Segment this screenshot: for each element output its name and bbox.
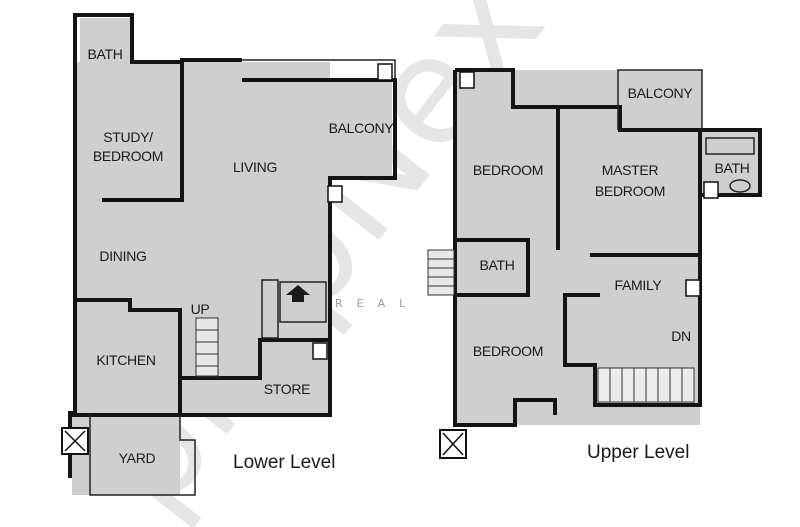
upper-label-family: FAMILY xyxy=(615,277,663,293)
upper-column-marker-2 xyxy=(703,181,719,199)
lower-column-marker-2 xyxy=(377,63,393,81)
upper-label-balcony: BALCONY xyxy=(628,85,694,101)
upper-stairs xyxy=(597,367,695,403)
upper-left-wall xyxy=(453,70,557,427)
upper-label-master-bath: BATH xyxy=(714,160,749,176)
lower-study-wall xyxy=(102,60,184,202)
upper-basin xyxy=(729,179,751,193)
upper-label-bedroom-1: BEDROOM xyxy=(473,162,543,178)
lower-bath-area xyxy=(80,18,132,80)
lower-yard-rail xyxy=(89,413,196,496)
lower-level-plan: BATH STUDY/ BEDROOM LIVING BALCONY DININ… xyxy=(61,13,397,496)
upper-master-wall xyxy=(560,105,702,257)
lower-column-marker-3 xyxy=(312,342,328,360)
lower-right-wall xyxy=(182,78,397,417)
lower-balcony-rail xyxy=(242,59,396,80)
upper-column-marker-3 xyxy=(685,279,701,297)
upper-label-master-line2: BEDROOM xyxy=(595,183,665,199)
lower-label-bath: BATH xyxy=(87,46,122,62)
upper-bath-wall xyxy=(700,128,762,197)
upper-family-wall xyxy=(563,255,702,407)
upper-label-dn: DN xyxy=(671,328,691,344)
lower-label-balcony: BALCONY xyxy=(329,120,395,136)
lower-label-study-line1: STUDY/ xyxy=(103,129,153,145)
lower-stairs xyxy=(195,317,219,377)
upper-balcony-area xyxy=(618,70,702,130)
lower-balcony-area xyxy=(330,80,392,180)
lower-level-caption: Lower Level xyxy=(233,452,335,473)
lower-column-marker xyxy=(327,185,343,203)
upper-label-bath: BATH xyxy=(479,257,514,273)
upper-outer-wall xyxy=(455,68,560,250)
lower-label-store: STORE xyxy=(264,381,310,397)
upper-label-bedroom-2: BEDROOM xyxy=(473,343,543,359)
upper-bathtub xyxy=(705,137,755,155)
lower-store-box xyxy=(279,281,327,323)
lower-label-dining: DINING xyxy=(99,248,146,264)
lower-label-yard: YARD xyxy=(119,450,156,466)
entrance-arrow-icon xyxy=(286,285,310,302)
upper-bath-louvre xyxy=(427,249,455,296)
lower-label-up: UP xyxy=(191,301,210,317)
lower-kitchen-wall xyxy=(70,298,182,417)
lower-label-kitchen: KITCHEN xyxy=(96,352,155,368)
upper-column-marker-1 xyxy=(459,71,475,89)
upper-level-caption: Upper Level xyxy=(587,442,689,463)
upper-label-master-line1: MASTER xyxy=(602,162,659,178)
watermark-subtext: REAL xyxy=(335,297,419,310)
upper-bedroom-wall xyxy=(455,238,530,297)
lower-store-wall xyxy=(182,338,330,380)
lower-label-living: LIVING xyxy=(233,159,277,175)
lower-label-study-line2: BEDROOM xyxy=(93,148,163,164)
lower-shaft xyxy=(261,279,279,339)
upper-balcony-rail xyxy=(617,69,703,130)
upper-level-plan: BALCONY BEDROOM MASTER BEDROOM BATH BATH… xyxy=(427,68,762,463)
